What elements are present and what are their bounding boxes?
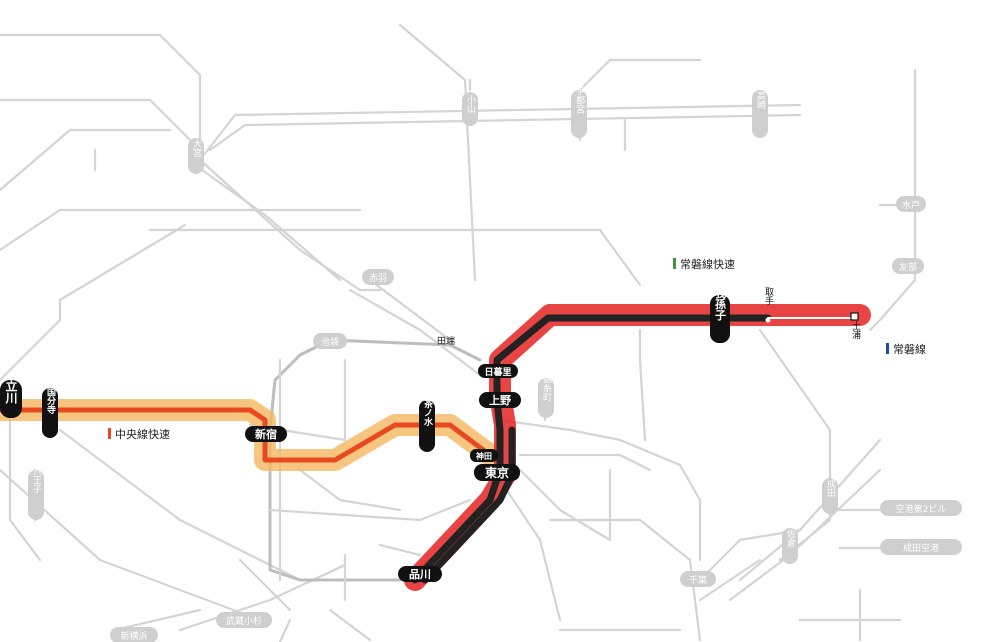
- highlighted-station-labels: 立川 西国分寺 新宿 御茶ノ水 神田 東京 日暮里 上野 品川 我孫子 取手: [0, 286, 861, 582]
- station-pill-utsunomiya: [571, 90, 587, 138]
- station-label-narita: 成田: [825, 478, 836, 498]
- station-pill-omiya: [188, 138, 204, 174]
- station-label-ikebukuro: 池袋: [321, 336, 339, 348]
- station-label-nishikokubunji: 西国分寺: [45, 378, 56, 415]
- station-label-oyama: 小山: [465, 95, 476, 113]
- station-pill-kinshicho: [538, 378, 554, 418]
- station-pill-airport-t2: [880, 500, 962, 516]
- background-network: [0, 23, 962, 642]
- station-dot-toride: [765, 317, 771, 323]
- station-label-airport-t2: 空港第2ビル: [896, 503, 947, 515]
- joban-rapid-route: [404, 304, 871, 591]
- station-label-tsuchiura: 土浦: [850, 320, 861, 340]
- station-pill-oyama: [462, 92, 478, 126]
- station-pill-chiba: [680, 571, 716, 587]
- legend-swatch-joban-rapid: [673, 258, 676, 269]
- station-pill-tokyo: [474, 464, 520, 481]
- station-label-kanda: 神田: [476, 451, 492, 461]
- station-label-kinshicho: 錦糸町: [541, 373, 552, 401]
- station-label-abiko: 我孫子: [714, 286, 727, 321]
- station-pill-narita: [822, 478, 838, 514]
- station-label-shinagawa: 品川: [409, 568, 431, 581]
- station-label-akabane: 赤羽: [369, 273, 387, 284]
- station-label-tabata: 田端: [437, 335, 455, 347]
- station-label-narita-airport: 成田空港: [903, 542, 939, 554]
- station-pill-ikebukuro: [313, 333, 347, 349]
- station-label-tokyo: 東京: [485, 465, 509, 480]
- station-pill-tachikawa: [0, 380, 22, 418]
- station-label-hachiouji: 八王子: [31, 467, 42, 494]
- station-pill-akabane: [362, 269, 394, 285]
- legend-joban: 常磐線: [893, 342, 926, 356]
- station-label-shinjuku: 新宿: [255, 427, 277, 441]
- station-pill-shinagawa: [398, 566, 442, 582]
- station-label-chiba: 千葉: [689, 574, 707, 586]
- station-label-mito: 水戸: [902, 199, 920, 211]
- station-pill-hachiouji: [28, 470, 44, 520]
- station-label-musashikosugi: 武蔵小杉: [226, 615, 262, 627]
- station-pill-takasaki: [752, 90, 768, 138]
- station-label-nippori: 日暮里: [484, 366, 511, 378]
- station-label-utsunomiya: 宇都宮: [574, 85, 585, 114]
- legend-swatch-joban: [886, 343, 889, 354]
- station-pill-nishikokubunji: [42, 388, 58, 438]
- gray-station-labels: 小山 宇都宮 高崎 大宮 水戸 友部 赤羽 池袋 田端 錦糸町 成田 佐倉 千葉…: [28, 85, 962, 642]
- station-pill-kanda: [470, 449, 498, 462]
- station-pill-shinyokohama: [110, 627, 158, 642]
- station-pill-nippori: [478, 364, 518, 378]
- legend-swatch-chuo-rapid: [108, 428, 111, 439]
- station-pill-ueno: [479, 392, 521, 408]
- station-pill-ochanomizu: [419, 400, 435, 452]
- station-pill-musashikosugi: [216, 612, 272, 628]
- station-dot-tsuchiura: [850, 312, 859, 321]
- station-pill-abiko: [710, 295, 730, 343]
- station-pill-sakura: [782, 528, 798, 564]
- station-label-tomobe: 友部: [899, 261, 917, 273]
- station-pill-tomobe: [892, 258, 924, 274]
- station-label-omiya: 大宮: [191, 138, 202, 158]
- station-label-sakura: 佐倉: [785, 528, 796, 548]
- station-label-tachikawa: 立川: [4, 379, 18, 404]
- chuo-rapid-route: [0, 399, 501, 471]
- station-label-ochanomizu: 御茶ノ水: [422, 389, 434, 427]
- station-label-toride: 取手: [763, 287, 774, 306]
- legend-chuo-rapid: 中央線快速: [115, 427, 170, 441]
- legend: 常磐線快速 中央線快速 常磐線: [108, 257, 926, 441]
- station-label-shinyokohama: 新横浜: [120, 630, 147, 642]
- station-pill-narita-airport: [880, 539, 962, 555]
- legend-joban-rapid: 常磐線快速: [680, 257, 735, 271]
- station-label-ueno: 上野: [489, 393, 511, 407]
- station-pill-shinjuku: [245, 426, 287, 442]
- station-pill-mito: [896, 196, 926, 212]
- station-label-takasaki: 高崎: [755, 90, 766, 109]
